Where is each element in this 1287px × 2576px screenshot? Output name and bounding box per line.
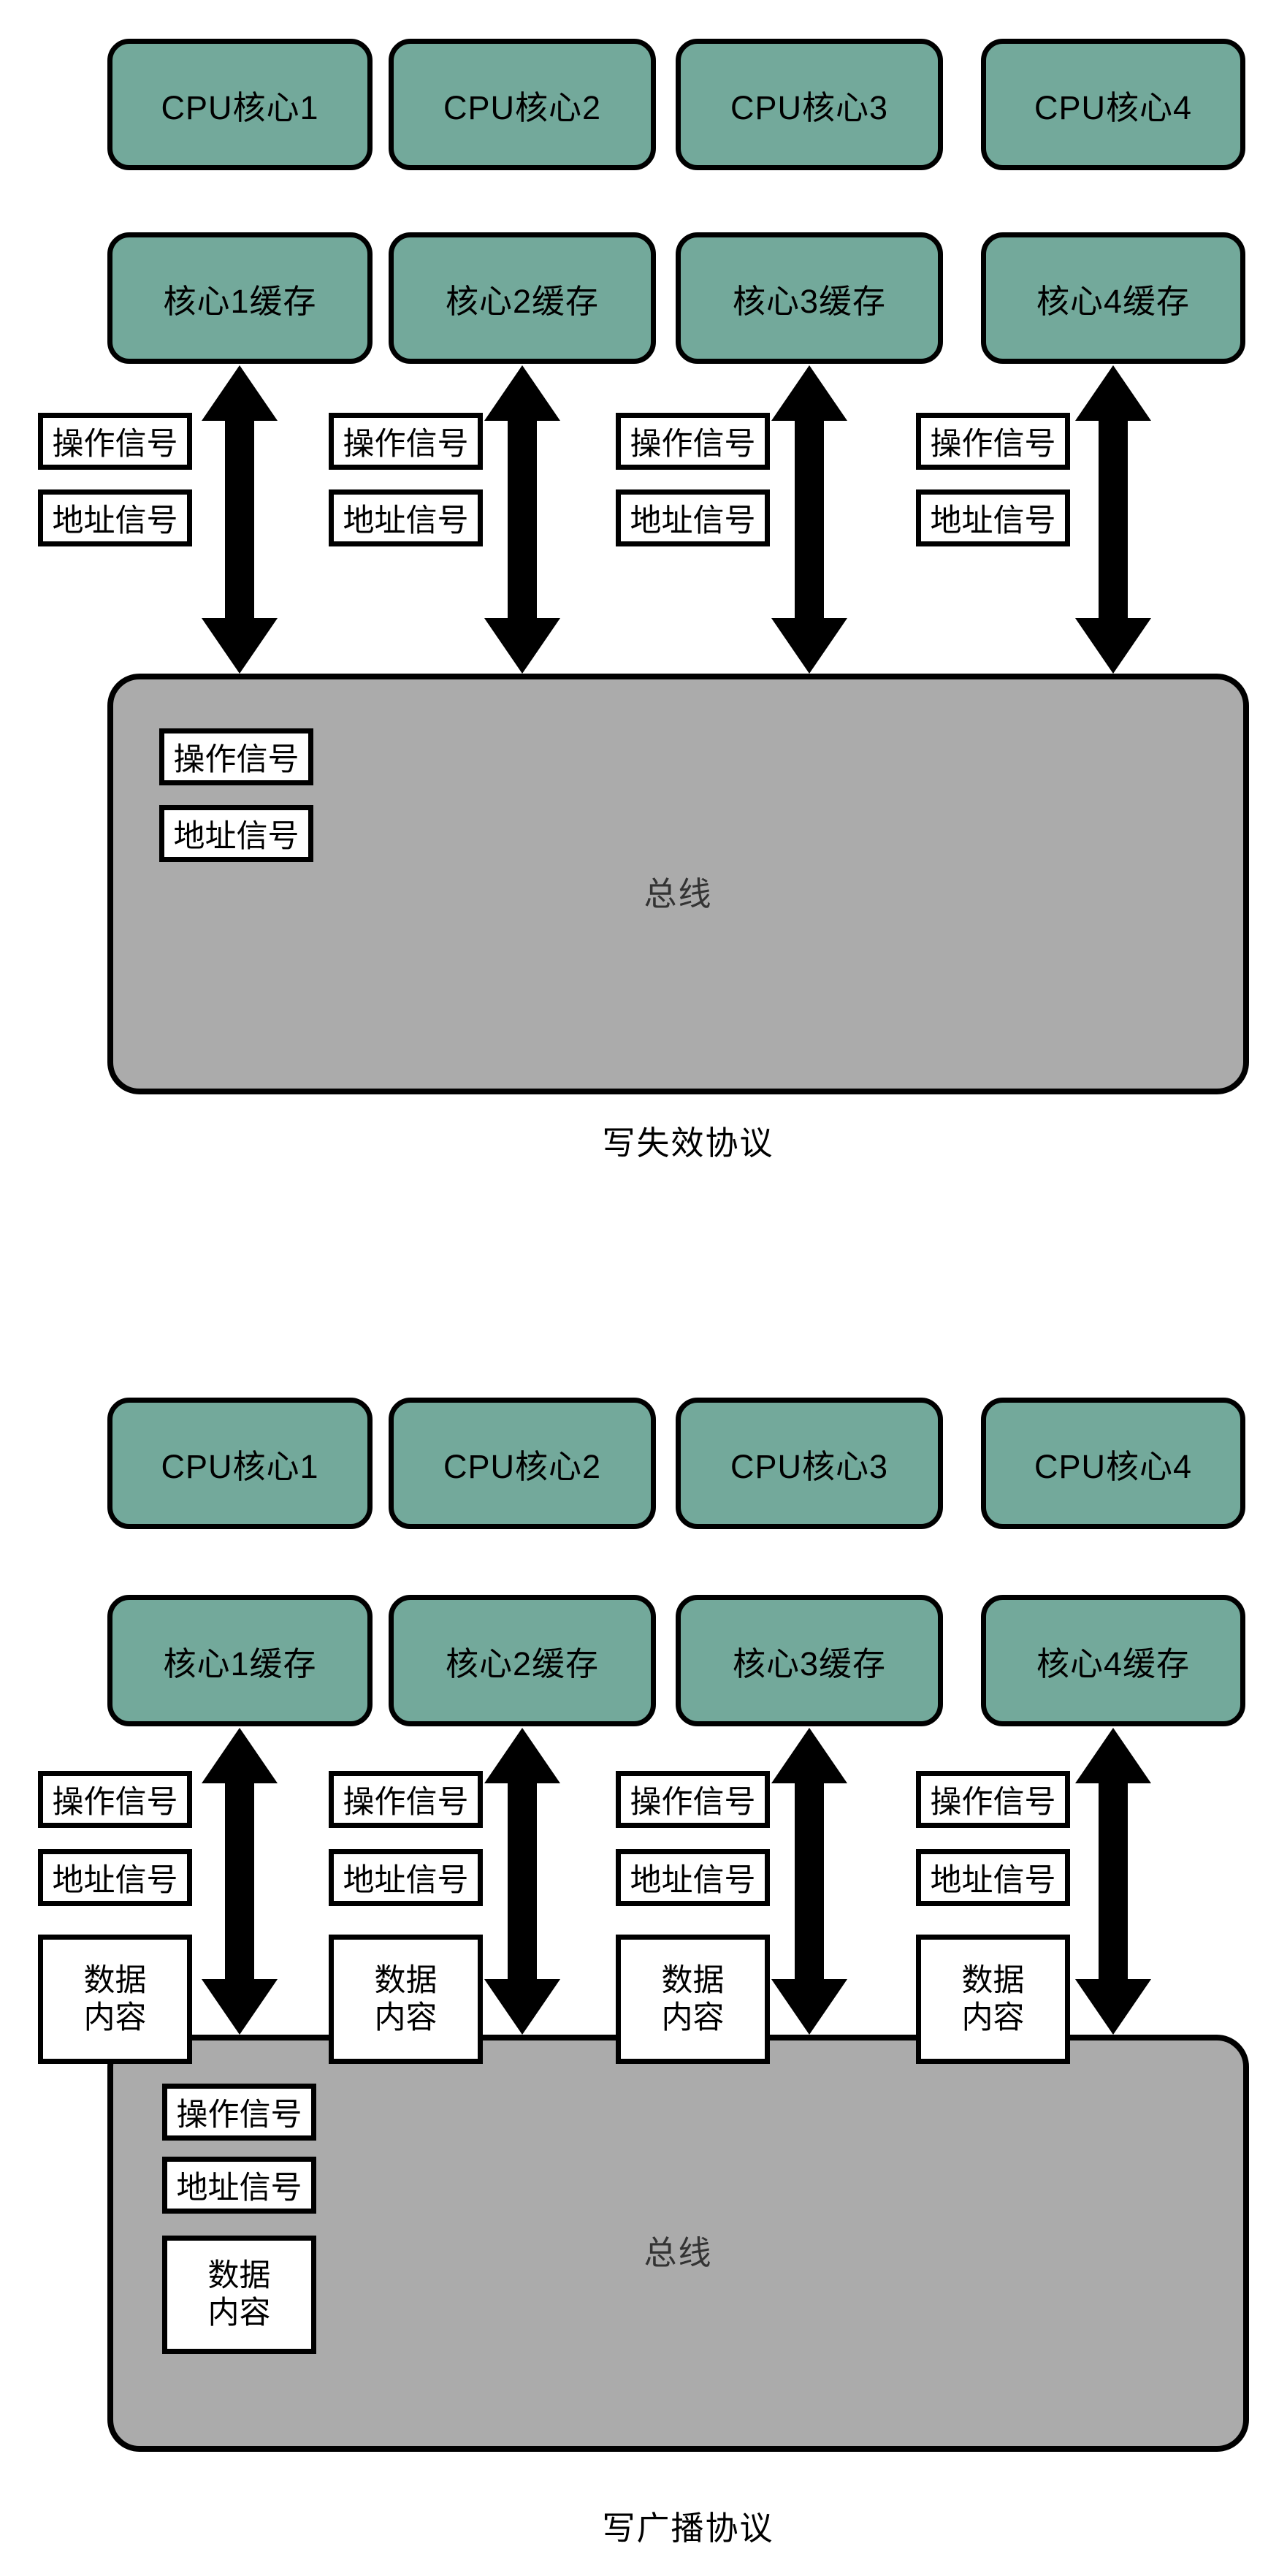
- arrow-head-up-icon: [771, 1728, 847, 1783]
- op-signal-label-box: 操作信号: [329, 413, 483, 470]
- cpu-core-box: CPU核心2: [389, 39, 656, 170]
- cache-box: 核心3缓存: [676, 1595, 943, 1726]
- diagram-caption: 写失效协议: [602, 1124, 774, 1162]
- arrow-shaft: [225, 1780, 254, 1982]
- addr-signal-label-box: 地址信号: [916, 1849, 1070, 1906]
- arrow-head-up-icon: [771, 365, 847, 421]
- data-content-label-box: 数据 内容: [616, 1935, 770, 2064]
- arrow-head-up-icon: [484, 1728, 560, 1783]
- bidirectional-arrow: [202, 365, 278, 674]
- arrow-head-down-icon: [202, 618, 278, 674]
- diagram-caption: 写广播协议: [602, 2510, 774, 2547]
- data-content-label-box: 数据 内容: [916, 1935, 1070, 2064]
- arrow-shaft: [225, 418, 254, 621]
- data-content-label-box: 数据 内容: [38, 1935, 192, 2064]
- addr-signal-label-box: 地址信号: [616, 489, 770, 546]
- op-signal-label-box: 操作信号: [916, 413, 1070, 470]
- op-signal-label-box: 操作信号: [38, 1771, 192, 1828]
- addr-signal-label-box: 地址信号: [616, 1849, 770, 1906]
- arrow-shaft: [795, 418, 824, 621]
- cpu-core-box: CPU核心4: [981, 39, 1245, 170]
- bus-label: 总线: [644, 875, 713, 912]
- arrow-shaft: [508, 1780, 537, 1982]
- cache-box: 核心2缓存: [389, 232, 656, 364]
- cache-box: 核心3缓存: [676, 232, 943, 364]
- addr-signal-label-box: 地址信号: [162, 2157, 316, 2214]
- arrow-head-down-icon: [771, 618, 847, 674]
- cache-box: 核心4缓存: [981, 232, 1245, 364]
- arrow-head-down-icon: [1075, 618, 1151, 674]
- op-signal-label-box: 操作信号: [616, 1771, 770, 1828]
- op-signal-label-box: 操作信号: [159, 728, 313, 785]
- op-signal-label-box: 操作信号: [38, 413, 192, 470]
- arrow-shaft: [508, 418, 537, 621]
- data-content-label-box: 数据 内容: [329, 1935, 483, 2064]
- addr-signal-label-box: 地址信号: [916, 489, 1070, 546]
- op-signal-label-box: 操作信号: [162, 2084, 316, 2141]
- addr-signal-label-box: 地址信号: [329, 489, 483, 546]
- bidirectional-arrow: [771, 365, 847, 674]
- op-signal-label-box: 操作信号: [916, 1771, 1070, 1828]
- cache-box: 核心1缓存: [107, 1595, 373, 1726]
- data-content-label-box: 数据 内容: [162, 2236, 316, 2354]
- arrow-head-down-icon: [202, 1979, 278, 2035]
- bidirectional-arrow: [1075, 1728, 1151, 2035]
- arrow-shaft: [1099, 418, 1128, 621]
- cpu-core-box: CPU核心4: [981, 1398, 1245, 1529]
- cpu-core-box: CPU核心2: [389, 1398, 656, 1529]
- bidirectional-arrow: [1075, 365, 1151, 674]
- cpu-core-box: CPU核心3: [676, 39, 943, 170]
- arrow-head-down-icon: [484, 1979, 560, 2035]
- arrow-head-up-icon: [202, 1728, 278, 1783]
- addr-signal-label-box: 地址信号: [329, 1849, 483, 1906]
- bus-label: 总线: [644, 2234, 713, 2271]
- bidirectional-arrow: [202, 1728, 278, 2035]
- cache-box: 核心1缓存: [107, 232, 373, 364]
- arrow-head-up-icon: [484, 365, 560, 421]
- arrow-head-down-icon: [484, 618, 560, 674]
- op-signal-label-box: 操作信号: [616, 413, 770, 470]
- addr-signal-label-box: 地址信号: [38, 1849, 192, 1906]
- arrow-head-up-icon: [1075, 1728, 1151, 1783]
- cpu-core-box: CPU核心1: [107, 39, 373, 170]
- cache-box: 核心4缓存: [981, 1595, 1245, 1726]
- op-signal-label-box: 操作信号: [329, 1771, 483, 1828]
- arrow-shaft: [795, 1780, 824, 1982]
- bidirectional-arrow: [771, 1728, 847, 2035]
- addr-signal-label-box: 地址信号: [38, 489, 192, 546]
- arrow-shaft: [1099, 1780, 1128, 1982]
- arrow-head-down-icon: [771, 1979, 847, 2035]
- bidirectional-arrow: [484, 365, 560, 674]
- cache-box: 核心2缓存: [389, 1595, 656, 1726]
- addr-signal-label-box: 地址信号: [159, 805, 313, 862]
- arrow-head-up-icon: [1075, 365, 1151, 421]
- arrow-head-up-icon: [202, 365, 278, 421]
- bidirectional-arrow: [484, 1728, 560, 2035]
- cpu-core-box: CPU核心1: [107, 1398, 373, 1529]
- arrow-head-down-icon: [1075, 1979, 1151, 2035]
- cpu-core-box: CPU核心3: [676, 1398, 943, 1529]
